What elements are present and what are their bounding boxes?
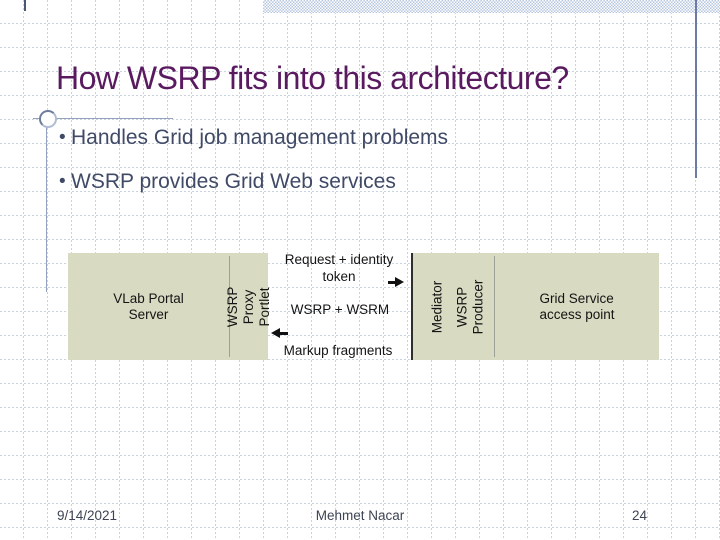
title-underline — [33, 118, 173, 119]
grid-service-label: Grid Service access point — [539, 290, 615, 322]
right-edge-line-decoration — [695, 0, 697, 178]
slide-title: How WSRP fits into this architecture? — [56, 60, 569, 96]
footer-date: 9/14/2021 — [57, 508, 118, 523]
bullet-text: Handles Grid job management problems — [71, 126, 449, 149]
bullet-icon: • — [59, 171, 66, 192]
portal-box-divider — [229, 256, 230, 357]
circle-decoration — [39, 110, 57, 128]
slide-number: 24 — [631, 508, 647, 523]
wsrp-proxy-portlet-label: WSRP Proxy Portlet — [225, 286, 273, 327]
wsrp-producer-section: WSRP Producer — [443, 253, 497, 360]
wsrp-proxy-portlet-section: WSRP Proxy Portlet — [225, 253, 272, 360]
left-accent-line — [46, 115, 47, 292]
top-left-tick-decoration — [24, 0, 26, 11]
wsrp-producer-label: WSRP Producer — [454, 279, 485, 334]
right-arrow-icon — [388, 277, 405, 288]
arrow-head — [395, 277, 404, 287]
left-arrow-icon — [271, 328, 289, 339]
portal-server-label: VLab Portal Server — [113, 290, 184, 322]
bullet-item: • Handles Grid job management problems — [59, 126, 448, 150]
bullet-item: • WSRP provides Grid Web services — [59, 170, 396, 194]
wsrp-wsrm-label: WSRP + WSRM — [290, 302, 390, 317]
portal-server-box: VLab Portal Server WSRP Proxy Portlet — [68, 253, 272, 360]
top-band-decoration — [263, 0, 720, 13]
request-token-label: Request + identity token — [284, 252, 394, 284]
bullet-icon: • — [59, 127, 66, 148]
producer-box: Mediator WSRP Producer Grid Service acce… — [411, 253, 659, 360]
arrow-tail — [388, 281, 396, 284]
markup-fragments-label: Markup fragments — [283, 343, 393, 358]
arrow-head — [271, 328, 280, 338]
arrow-tail — [279, 332, 288, 335]
footer-author: Mehmet Nacar — [315, 508, 405, 523]
producer-box-divider — [494, 256, 495, 357]
bullet-text: WSRP provides Grid Web services — [71, 170, 396, 193]
